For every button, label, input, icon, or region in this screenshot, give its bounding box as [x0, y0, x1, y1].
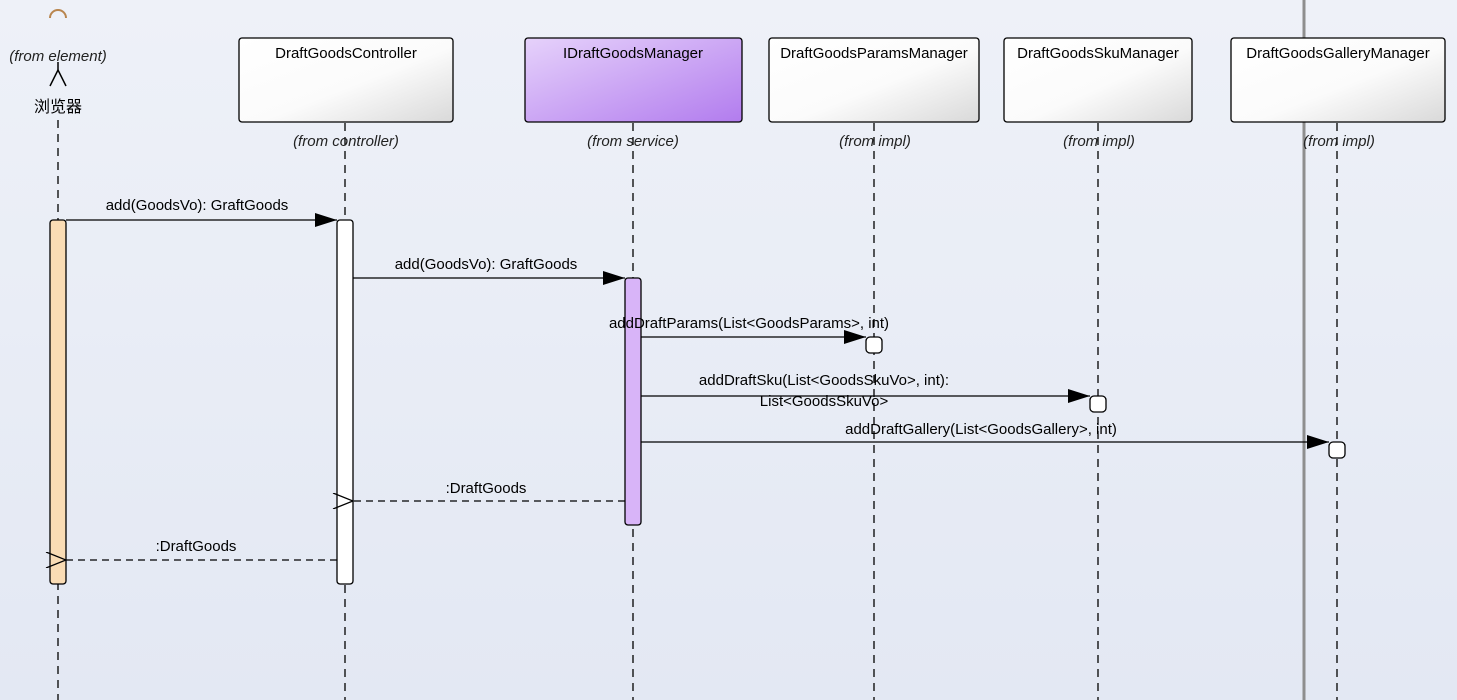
message-2[interactable]: add(GoodsVo): GraftGoods — [353, 256, 625, 285]
manager-name: IDraftGoodsManager — [563, 45, 703, 62]
params-box — [768, 37, 980, 123]
activation-params — [865, 336, 883, 354]
activation-manager — [624, 277, 642, 526]
gallery-name: DraftGoodsGalleryManager — [1246, 45, 1429, 62]
gallery-origin: (from impl) — [1303, 133, 1375, 150]
message-6-return[interactable]: :DraftGoods — [353, 480, 625, 501]
actor-browser[interactable]: (from element) 浏览器 — [9, 9, 107, 116]
activation-actor — [49, 219, 67, 585]
message-1[interactable]: add(GoodsVo): GraftGoods — [66, 197, 337, 227]
message-6-label: :DraftGoods — [446, 480, 527, 497]
message-1-label: add(GoodsVo): GraftGoods — [106, 197, 289, 214]
message-3-label: addDraftParams(List<GoodsParams>, int) — [609, 315, 889, 332]
message-2-label: add(GoodsVo): GraftGoods — [395, 256, 578, 273]
params-origin: (from impl) — [839, 133, 911, 150]
message-4-label-line1: addDraftSku(List<GoodsSkuVo>, int): — [699, 372, 949, 389]
message-5[interactable]: addDraftGallery(List<GoodsGallery>, int) — [641, 421, 1329, 449]
message-4[interactable]: addDraftSku(List<GoodsSkuVo>, int): List… — [641, 372, 1090, 410]
lifeline-head-controller[interactable]: DraftGoodsController (from controller) — [238, 37, 454, 150]
params-name: DraftGoodsParamsManager — [780, 45, 968, 62]
message-7-label: :DraftGoods — [156, 538, 237, 555]
actor-icon — [49, 9, 67, 87]
sku-origin: (from impl) — [1063, 133, 1135, 150]
controller-origin: (from controller) — [293, 133, 399, 150]
actor-origin: (from element) — [9, 48, 107, 65]
activation-gallery — [1328, 441, 1346, 459]
message-3[interactable]: addDraftParams(List<GoodsParams>, int) — [609, 315, 889, 344]
gallery-box — [1230, 37, 1446, 123]
message-4-label-line2: List<GoodsSkuVo> — [760, 393, 889, 410]
lifeline-lines — [57, 120, 1338, 700]
message-5-label: addDraftGallery(List<GoodsGallery>, int) — [845, 421, 1117, 438]
actor-name: 浏览器 — [34, 97, 82, 116]
lifeline-head-params[interactable]: DraftGoodsParamsManager (from impl) — [768, 37, 980, 150]
manager-origin: (from service) — [587, 133, 679, 150]
lifeline-head-manager[interactable]: IDraftGoodsManager (from service) — [524, 37, 743, 150]
controller-box — [238, 37, 454, 123]
sku-box — [1003, 37, 1193, 123]
sku-name: DraftGoodsSkuManager — [1017, 45, 1179, 62]
manager-box — [524, 37, 743, 123]
activation-controller — [336, 219, 354, 585]
lifeline-head-gallery[interactable]: DraftGoodsGalleryManager (from impl) — [1230, 37, 1446, 150]
message-7-return[interactable]: :DraftGoods — [66, 538, 337, 560]
controller-name: DraftGoodsController — [275, 45, 417, 62]
activation-sku — [1089, 395, 1107, 413]
lifeline-head-sku[interactable]: DraftGoodsSkuManager (from impl) — [1003, 37, 1193, 150]
